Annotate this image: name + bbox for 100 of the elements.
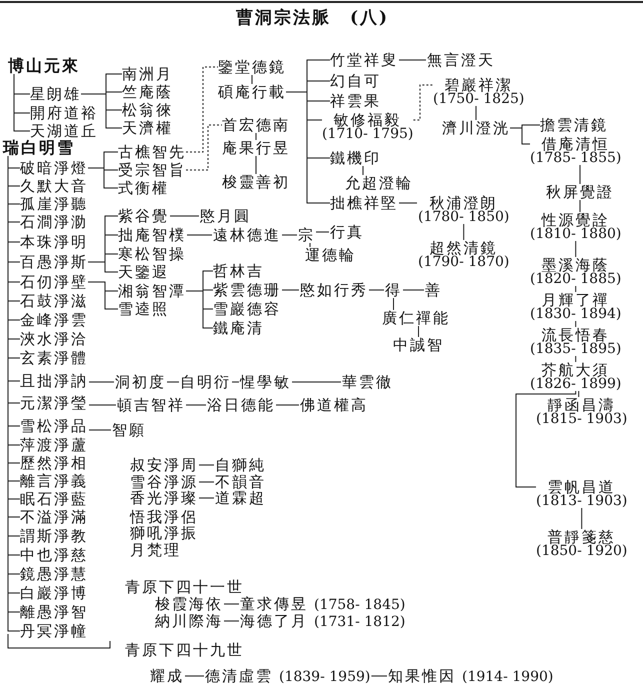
person-name: 哲林吉 <box>213 263 264 279</box>
person-name: 行真 <box>330 224 364 240</box>
lineage-line <box>398 202 418 204</box>
person-name: 惺學敏 <box>240 374 291 390</box>
person-name: 首宏德南 <box>222 117 290 133</box>
life-dates: (1810- 1880) <box>530 228 622 241</box>
person-name: 梭霞海依 <box>155 596 223 612</box>
life-dates: (1914- 1990) <box>462 671 554 684</box>
person-name: 廣仁禪能 <box>382 310 450 326</box>
person-name: 耀成 <box>150 668 184 684</box>
person-name: 雲帆昌道 <box>548 479 616 495</box>
person-name: 得 <box>385 282 402 298</box>
life-dates: (1758- 1845) <box>314 599 406 612</box>
person-name: 鐵機印 <box>330 150 381 166</box>
lineage-line <box>510 128 530 144</box>
person-name: 借庵清恒 <box>542 136 610 152</box>
life-dates: (1830- 1894) <box>530 308 622 321</box>
person-name: 童求傳昱 <box>240 596 308 612</box>
person-name: 萍渡淨蘆 <box>20 437 88 453</box>
person-name: 普靜箋慈 <box>548 529 616 545</box>
person-name: 流長悟春 <box>542 327 610 343</box>
person-name: 天鑒遐 <box>118 264 169 280</box>
lineage-line <box>14 74 30 132</box>
person-name: 碧巖祥潔 <box>444 77 513 93</box>
person-name: 竹堂祥叟 <box>330 52 398 68</box>
person-name: 遠林德進 <box>213 227 281 243</box>
lineage-line <box>224 620 240 622</box>
person-name: 善 <box>425 282 442 298</box>
lineage-line <box>463 224 464 240</box>
life-dates: (1815- 1903) <box>536 413 628 426</box>
lineage-line <box>362 166 364 176</box>
person-name: 獅吼淨振 <box>130 525 198 541</box>
lineage-line <box>88 404 116 406</box>
person-name: 天湖道丘 <box>30 123 98 139</box>
person-name: 眠石淨藍 <box>20 491 88 507</box>
person-name: 雪逵照 <box>118 301 169 317</box>
person-name: 中也淨慈 <box>20 547 88 563</box>
person-name: 敏修福毅 <box>334 112 402 128</box>
person-name: 浴日德能 <box>207 397 275 413</box>
person-name: 幻自可 <box>330 73 381 89</box>
lineage-line <box>578 390 580 398</box>
person-name: 古樵智先 <box>118 144 186 160</box>
person-name: 紫雲德珊 <box>213 282 281 298</box>
person-name: 自獅純 <box>215 457 266 473</box>
lineage-line <box>412 84 434 120</box>
lineage-line <box>282 234 298 236</box>
person-name: 自明衍 <box>180 374 231 390</box>
lineage-line <box>575 286 576 292</box>
person-name: 悟我淨侶 <box>130 509 198 525</box>
lineage-line <box>80 94 122 128</box>
person-name: 拙庵智樸 <box>118 227 186 243</box>
person-name: 香光淨璨 <box>130 490 198 506</box>
person-name: 孤崖淨聽 <box>20 196 88 212</box>
person-name: 鐵庵清 <box>213 320 264 336</box>
life-dates: (1820- 1885) <box>530 273 622 286</box>
person-name: 天濟權 <box>122 120 173 136</box>
person-name: 南洲月 <box>122 66 173 82</box>
lineage-line <box>88 282 118 310</box>
person-name: 浹水淨洽 <box>20 331 88 347</box>
generation-heading: 青原下四十一世 <box>125 579 244 595</box>
person-name: 頓吉智祥 <box>117 397 185 413</box>
person-name: 雪松淨品 <box>20 418 88 434</box>
life-dates: (1835- 1895) <box>530 343 622 356</box>
person-name: 星朗雄 <box>30 86 81 102</box>
person-name: 鏡愚淨慧 <box>20 566 88 582</box>
person-name: 知果惟因 <box>388 668 456 684</box>
lineage-line <box>575 356 576 362</box>
life-dates: (1750- 1825) <box>433 93 524 106</box>
person-name: 秋浦澄朗 <box>430 195 498 211</box>
person-name: 雪谷淨源 <box>130 474 198 490</box>
person-name: 靜函昌濤 <box>548 397 616 413</box>
life-dates: (1826- 1899) <box>530 378 622 391</box>
person-name: 雪巖德容 <box>213 301 281 317</box>
person-name: 祥雲果 <box>330 93 381 109</box>
person-name: 宗 <box>298 227 315 243</box>
lineage-line <box>575 240 576 258</box>
life-dates: (1839- 1959) <box>279 671 370 684</box>
person-name: 本珠淨明 <box>20 234 88 250</box>
person-name: 不韻音 <box>215 474 266 490</box>
person-name: 久默大音 <box>20 178 88 194</box>
person-name: 松翁徠 <box>122 102 173 118</box>
person-name: 智願 <box>112 422 146 438</box>
person-name: 離愚淨智 <box>20 604 88 620</box>
lineage-line <box>186 290 214 328</box>
person-name: 白巖淨博 <box>20 585 88 601</box>
person-name: 性源覺詮 <box>541 212 610 228</box>
lineage-line <box>186 404 206 406</box>
life-dates: (1731- 1812) <box>314 616 406 629</box>
person-name: 竺庵蔭 <box>122 84 173 100</box>
person-name: 濟川澄洸 <box>442 120 510 136</box>
person-name: 石鼓淨滋 <box>20 293 88 309</box>
person-name: 華雲徹 <box>342 374 393 390</box>
person-name: 博山元來 <box>8 58 80 74</box>
person-name: 破暗淨燈 <box>20 160 88 176</box>
person-name: 運德輪 <box>305 247 356 263</box>
life-dates: (1785- 1855) <box>530 152 622 165</box>
person-name: 月梵理 <box>130 542 181 558</box>
lineage-line <box>575 320 576 328</box>
lineage-line <box>286 92 330 204</box>
person-name: 愍月圓 <box>200 208 251 224</box>
